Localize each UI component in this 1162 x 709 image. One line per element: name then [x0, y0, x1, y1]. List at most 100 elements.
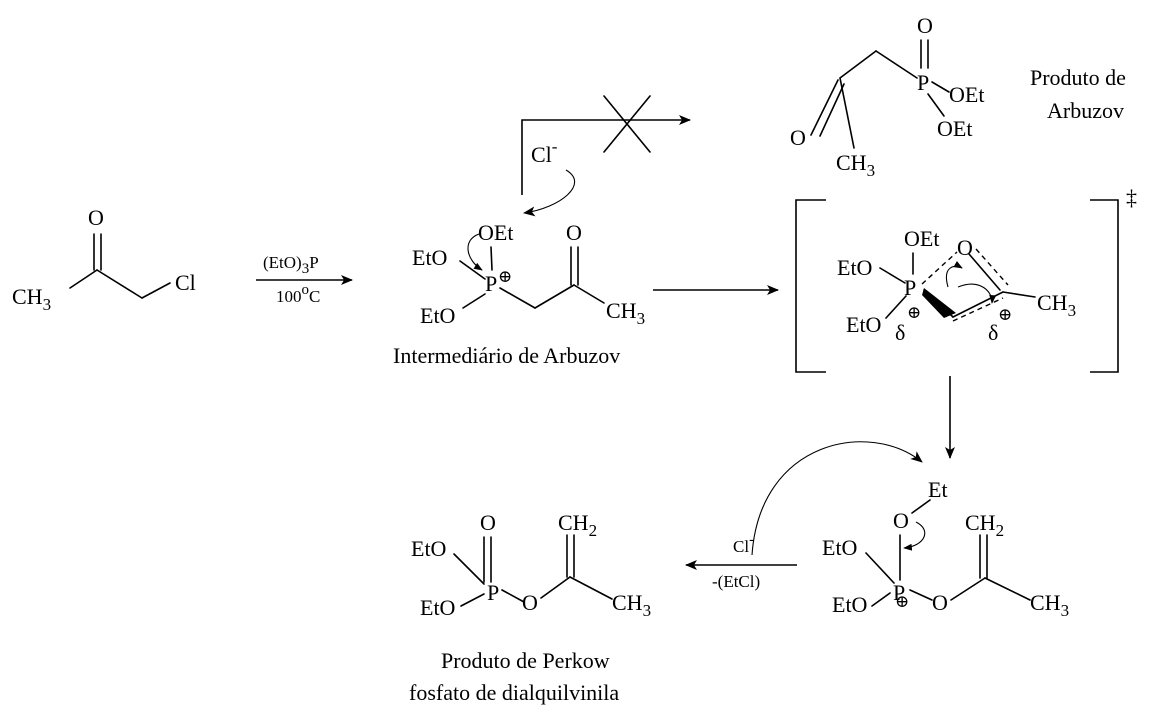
cross-mark [603, 95, 651, 153]
methyl-label: CH3 [606, 298, 645, 328]
dagger: ‡ [1126, 185, 1137, 210]
methyl-label: CH3 [1037, 290, 1076, 320]
bond [931, 81, 950, 93]
perkow-product: O EtO P EtO O CH3 CH2 [411, 510, 651, 620]
positive-charge: ⊕ [998, 305, 1012, 324]
ethoxy-left: EtO [822, 535, 857, 560]
bond [819, 83, 845, 137]
bond [69, 269, 98, 289]
blocked-arbuzov-path: Cl- [521, 95, 691, 217]
bond [96, 269, 143, 299]
bracket-right [1090, 199, 1119, 373]
wedge-bond [922, 288, 956, 318]
enol-oxygen: O [932, 590, 948, 615]
phosphorus: P [485, 271, 497, 296]
bond [839, 50, 877, 79]
partial-bond [975, 248, 1009, 286]
bond [1002, 291, 1036, 298]
electron-arrow [467, 233, 483, 271]
methyl-label: CH3 [12, 284, 51, 314]
bracket-left [795, 199, 826, 373]
bond [810, 79, 839, 136]
bond [879, 267, 906, 284]
methylene-label: CH2 [558, 510, 597, 540]
phosphoryl-o: O [917, 13, 933, 38]
transition-state: ‡ OEt EtO P EtO O CH3 δ ⊕ δ ⊕ [795, 185, 1137, 373]
arbuzov-product-label-line2: Arbuzov [1047, 98, 1124, 123]
bond [569, 576, 613, 600]
phosphorus: P [917, 70, 929, 95]
chloride-ion: Cl- [531, 137, 558, 167]
electron-arrow [523, 169, 576, 217]
ethoxy-left: EtO [411, 536, 446, 561]
arbuzov-intermediate: OEt EtO P ⊕ EtO O CH3 [412, 220, 645, 328]
methyl-label: CH3 [1030, 590, 1069, 620]
perkow-product-label-line2: fosfato de dialquilvinila [409, 680, 619, 705]
arbuzov-product-label-line1: Produto de [1030, 65, 1126, 90]
bond [501, 589, 525, 603]
bond [462, 293, 486, 309]
bond [927, 93, 945, 117]
carbonyl-o: O [790, 125, 806, 150]
elimination-arrow: Cl- -(EtCl) [685, 532, 797, 591]
bond [875, 50, 918, 79]
positive-charge: ⊕ [907, 303, 921, 322]
enol-oxygen: O [522, 590, 538, 615]
electron-arrow [946, 261, 963, 288]
ethyl-chloride-loss: -(EtCl) [712, 572, 760, 591]
positive-charge: ⊕ [895, 592, 909, 611]
bond [453, 553, 485, 585]
bond [573, 284, 605, 304]
ethoxy-bottom: OEt [937, 116, 972, 141]
methyl-label: CH3 [836, 150, 875, 180]
bond [952, 291, 1004, 318]
ethoxy-top: OEt [478, 220, 513, 245]
ethoxy-left: EtO [837, 255, 872, 280]
ethoxy-bottom: EtO [420, 595, 455, 620]
phosphonium-enol-intermediate: Et O EtO P ⊕ EtO O CH3 CH2 [822, 477, 1069, 620]
methylene-label: CH2 [965, 510, 1004, 540]
positive-charge: ⊕ [498, 267, 512, 286]
reagent-label: (EtO)3P [263, 253, 319, 277]
ethoxy-left: EtO [412, 245, 447, 270]
bond [839, 77, 855, 149]
perkow-product-label-line1: Produto de Perkow [441, 648, 610, 673]
methyl-label: CH3 [612, 590, 651, 620]
phosphorus: P [893, 580, 905, 605]
chloride-ion: Cl- [733, 532, 754, 556]
ethoxy-bottom: EtO [832, 592, 867, 617]
phosphorus: P [904, 275, 916, 300]
partial-bond [921, 251, 958, 285]
partial-charge-delta: δ [988, 320, 998, 345]
oxygen: O [893, 508, 909, 533]
bond [534, 284, 575, 309]
arbuzov-product: O P O CH3 OEt OEt [790, 13, 984, 180]
ethoxy-bottom: EtO [420, 303, 455, 328]
carbonyl-o: O [566, 220, 582, 245]
arbuzov-intermediate-label: Intermediário de Arbuzov [393, 343, 620, 368]
phosphorus: P [487, 580, 499, 605]
ethoxy-top: OEt [949, 82, 984, 107]
chloroacetone: O CH3 Cl [12, 205, 196, 314]
bond [459, 260, 486, 280]
bond [885, 295, 907, 319]
bond [871, 592, 891, 607]
bond [984, 577, 1031, 601]
atom-o: O [88, 205, 104, 230]
bond [968, 253, 1001, 291]
blocked-arrow [521, 115, 691, 195]
bond [490, 246, 493, 271]
ethyl-group: Et [928, 477, 948, 502]
bond [950, 577, 986, 601]
ethoxy-top: OEt [904, 226, 939, 251]
bond [865, 552, 895, 584]
bond [141, 282, 171, 299]
bond [460, 593, 485, 607]
electron-arrow [957, 283, 997, 304]
reagent-arrow: (EtO)3P 100oC [256, 253, 353, 306]
bond [540, 576, 571, 599]
bond [909, 589, 933, 601]
atom-cl: Cl [175, 270, 196, 295]
ethoxy-bottom: EtO [846, 312, 881, 337]
electron-arrow [903, 521, 926, 551]
